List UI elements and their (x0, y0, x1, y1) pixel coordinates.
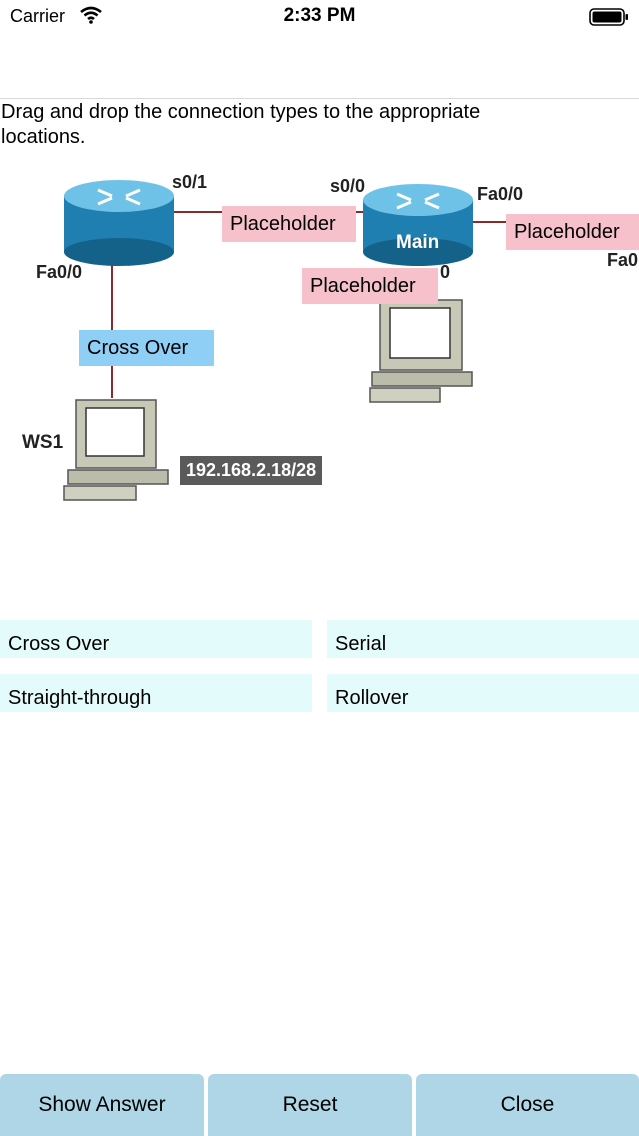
close-button[interactable]: Close (416, 1074, 639, 1136)
clock: 2:33 PM (283, 5, 356, 26)
port-label-fa-cut: Fa0 (607, 250, 639, 270)
drop-target-main-pc[interactable]: Placeholder (302, 268, 438, 304)
host-label-ws1: WS1 (22, 432, 64, 453)
port-label-cut: 0 (440, 262, 451, 282)
port-label-s00: s0/0 (330, 176, 366, 196)
computer-icon-ws1 (63, 399, 169, 501)
port-label-s01: s0/1 (172, 172, 208, 192)
option-cross-over[interactable]: Cross Over (0, 620, 312, 658)
wifi-icon (80, 6, 102, 29)
show-answer-button[interactable]: Show Answer (0, 1074, 204, 1136)
main-router-icon (363, 184, 473, 266)
ip-address-label: 192.168.2.18/28 (180, 456, 323, 485)
port-label-fa00-right: Fa0/0 (477, 184, 524, 204)
option-serial[interactable]: Serial (327, 620, 639, 658)
option-straight-through[interactable]: Straight-through (0, 674, 312, 712)
drop-target-serial-link[interactable]: Placeholder (222, 206, 356, 242)
network-diagram: s0/1 Fa0/0 s0/0 Fa0/0 Fa0 0 Main WS1 192… (0, 160, 639, 520)
instruction-text: Drag and drop the connection types to th… (1, 101, 481, 148)
battery-icon (589, 8, 629, 31)
navigation-bar (0, 34, 639, 99)
topology-drawing (63, 180, 520, 501)
reset-button[interactable]: Reset (208, 1074, 412, 1136)
port-label-fa00-left: Fa0/0 (36, 262, 83, 282)
drop-target-ws1-link[interactable]: Cross Over (79, 330, 214, 366)
router-icon (64, 180, 174, 266)
computer-icon-main (369, 299, 473, 403)
router-label-main: Main (396, 232, 440, 253)
option-rollover[interactable]: Rollover (327, 674, 639, 712)
status-bar: Carrier 2:33 PM (0, 0, 639, 34)
drop-target-fa-right[interactable]: Placeholder (506, 214, 639, 250)
carrier-label: Carrier (10, 6, 66, 26)
